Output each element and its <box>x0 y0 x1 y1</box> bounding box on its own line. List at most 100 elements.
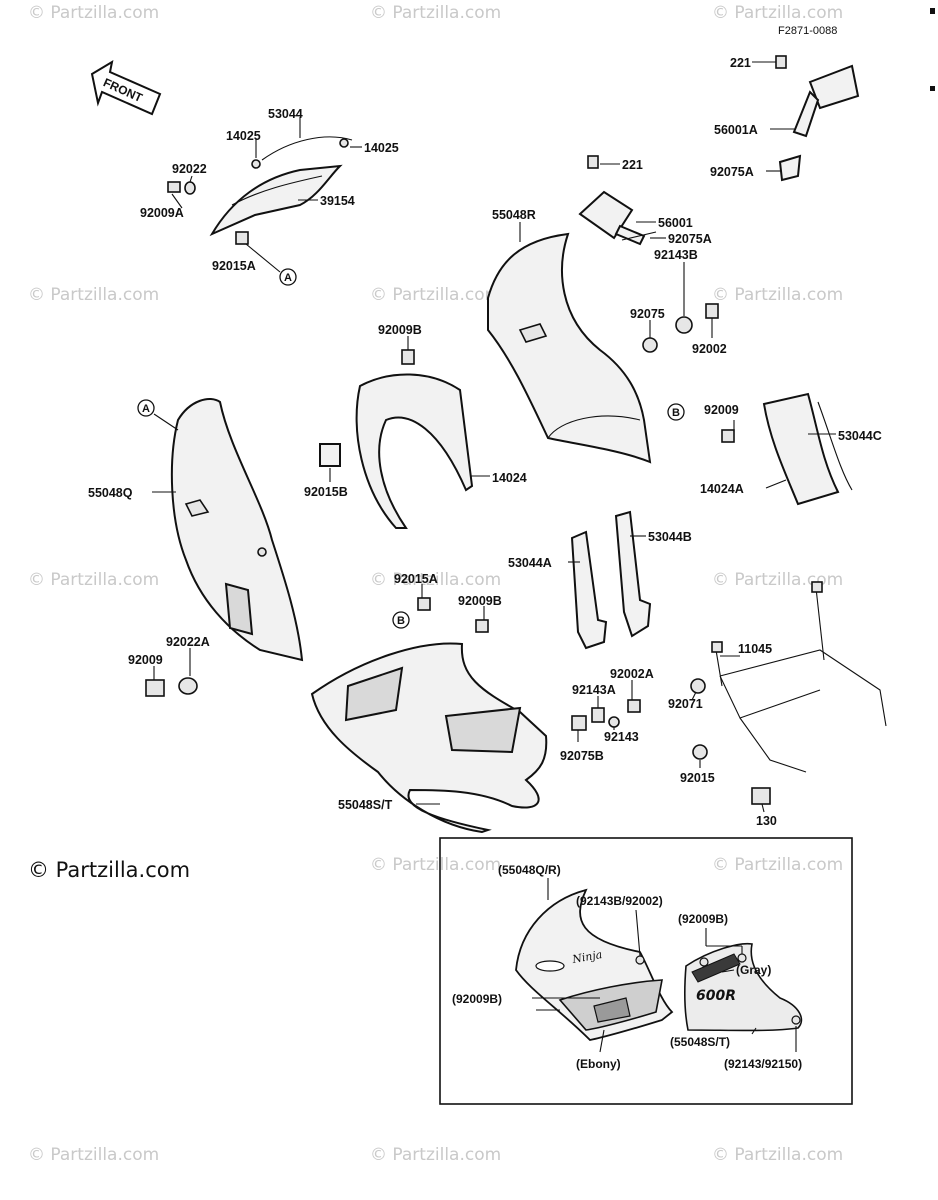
diagram-reference: F2871-0088 <box>778 25 837 37</box>
nut-92015 <box>692 744 708 760</box>
part-label-14024: 14024 <box>492 471 527 485</box>
screw-92009b <box>401 349 415 365</box>
mirror-lower-group <box>578 155 657 246</box>
badge-b <box>392 611 410 629</box>
screw-92002a <box>627 699 641 713</box>
badge-b-label: B <box>672 407 680 419</box>
watermark-layer: © Partzilla.com © Partzilla.com © Partzi… <box>28 3 843 1165</box>
watermark: © Partzilla.com <box>28 570 159 590</box>
grommet-14025 <box>251 159 261 169</box>
grommet-92143a <box>591 707 605 723</box>
grommet-92071 <box>690 678 706 694</box>
grommet-92143b <box>675 316 693 334</box>
inset-label-55048q-r: (55048Q/R) <box>498 863 561 877</box>
part-label-130: 130 <box>756 814 777 828</box>
part-labels: 221 56001A 92075A 53044 14025 14025 9202… <box>88 56 882 828</box>
inset-decal-ninja: Ninja <box>570 948 603 966</box>
part-label-92143b: 92143B <box>654 248 698 262</box>
nut-92015a <box>417 597 431 611</box>
inset-label-92143b-92002: (92143B/92002) <box>576 894 663 908</box>
windshield-trim-53044 <box>261 136 353 161</box>
trim-53044b <box>614 510 652 638</box>
part-label-92002: 92002 <box>692 342 727 356</box>
part-label-92022a: 92022A <box>166 635 210 649</box>
inset-label-92143-92150: (92143/92150) <box>724 1057 802 1071</box>
watermark: © Partzilla.com <box>712 3 843 23</box>
watermark: © Partzilla.com <box>712 855 843 875</box>
inset-label-ebony: (Ebony) <box>576 1057 621 1071</box>
badge-b-label: B <box>397 615 405 627</box>
screw-92002 <box>705 303 719 319</box>
windshield-group <box>167 136 353 245</box>
mirror-stem-56001a <box>792 90 820 138</box>
badge-a-label: A <box>142 403 150 415</box>
inner-fairing-14024 <box>319 349 474 529</box>
trim-strips <box>570 510 652 650</box>
part-label-55048s-t: 55048S/T <box>338 798 393 812</box>
part-label-92015a: 92015A <box>212 259 256 273</box>
lower-fairing-55048st <box>310 597 641 834</box>
part-label-92009a: 92009A <box>140 206 184 220</box>
part-label-92009: 92009 <box>704 403 739 417</box>
screw-221 <box>587 155 599 169</box>
badge-a-label: A <box>284 272 292 284</box>
part-label-55048r: 55048R <box>492 208 536 222</box>
nut-92015a <box>235 231 249 245</box>
color-variant-inset: Ninja 600R (55048Q/R) (92143B/92002) (92… <box>439 837 853 1105</box>
nut-92015b <box>319 443 341 467</box>
grommet-14025 <box>339 138 349 148</box>
watermark: © Partzilla.com <box>712 1145 843 1165</box>
mirror-upper-group <box>775 55 860 182</box>
watermark: © Partzilla.com <box>28 1145 159 1165</box>
part-label-92071: 92071 <box>668 697 703 711</box>
badge-a <box>137 399 155 417</box>
watermark: © Partzilla.com <box>28 3 159 23</box>
inset-decal-600r: 600R <box>696 988 736 1004</box>
part-label-92002a: 92002A <box>610 667 654 681</box>
mirror-bracket-92075a <box>778 154 802 182</box>
part-label-92015: 92015 <box>680 771 715 785</box>
watermark: © Partzilla.com <box>712 285 843 305</box>
edge-mark <box>930 8 935 14</box>
screw-92009b <box>475 619 489 633</box>
bolt-130 <box>751 787 771 805</box>
part-label-221: 221 <box>622 158 643 172</box>
grommet-92075 <box>642 337 658 353</box>
inset-label-55048s-t: (55048S/T) <box>670 1035 730 1049</box>
part-label-11045: 11045 <box>738 642 772 656</box>
callout-badges: A A B B <box>137 268 685 629</box>
screw-221 <box>775 55 787 69</box>
part-label-92143a: 92143A <box>572 683 616 697</box>
part-label-92009: 92009 <box>128 653 163 667</box>
edge-mark <box>930 86 935 91</box>
part-label-56001a: 56001A <box>714 123 758 137</box>
part-label-92075: 92075 <box>630 307 665 321</box>
watermark: © Partzilla.com <box>712 570 843 590</box>
watermark: © Partzilla.com <box>370 570 501 590</box>
part-label-14024a: 14024A <box>700 482 744 496</box>
grommet-92075b <box>571 715 587 731</box>
part-label-221: 221 <box>730 56 751 70</box>
side-panel-14024a <box>721 392 853 506</box>
badge-a <box>279 268 297 286</box>
inset-label-92009b: (92009B) <box>452 992 502 1006</box>
part-label-92075a: 92075A <box>710 165 754 179</box>
part-label-55048q: 55048Q <box>88 486 133 500</box>
part-label-39154: 39154 <box>320 194 355 208</box>
part-label-14025: 14025 <box>226 129 261 143</box>
part-label-53044a: 53044A <box>508 556 552 570</box>
inset-label-92009b: (92009B) <box>678 912 728 926</box>
nut-92143 <box>608 716 620 728</box>
screw-92009 <box>721 429 735 443</box>
part-label-92075a: 92075A <box>668 232 712 246</box>
washer-92022a <box>178 677 198 695</box>
mirror-base <box>614 224 646 246</box>
fairing-bracket-11045 <box>690 581 887 805</box>
front-arrow: FRONT <box>90 59 162 116</box>
watermark-large: © Partzilla.com <box>28 858 190 882</box>
part-label-14025: 14025 <box>364 141 399 155</box>
part-label-92022: 92022 <box>172 162 207 176</box>
watermark: © Partzilla.com <box>370 3 501 23</box>
